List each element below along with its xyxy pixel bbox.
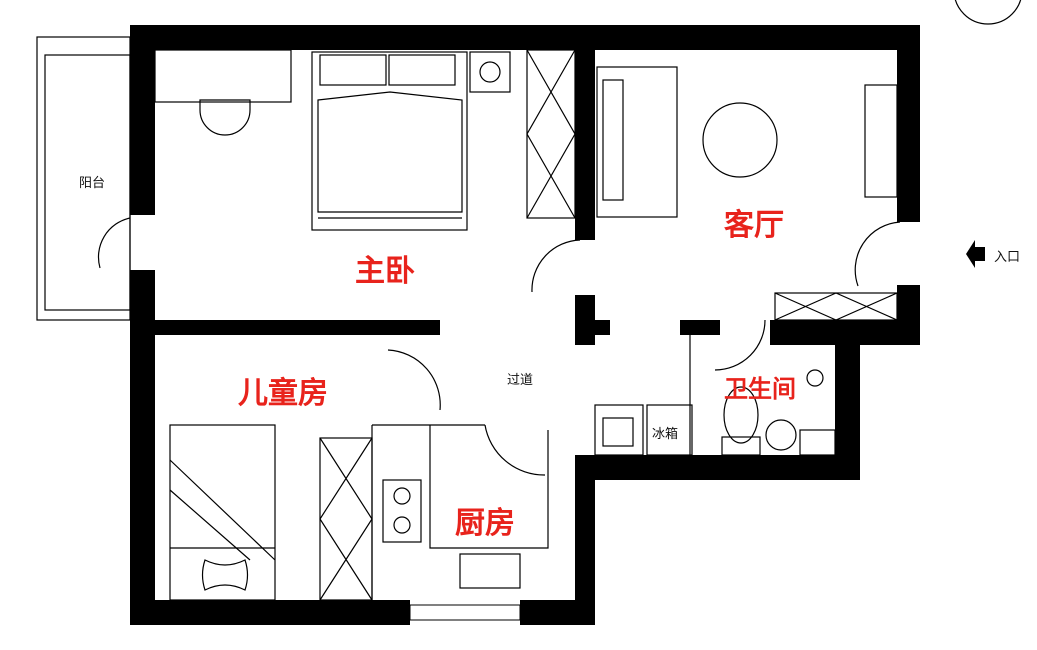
window-bottom [409,604,521,621]
sink [459,553,521,589]
room-label-balcony: 阳台 [79,176,106,191]
room-label-corridor: 过道 [507,373,534,388]
master-bed [311,51,468,231]
kitchen-counter [371,424,549,600]
door-swing-kids [387,349,441,411]
door-swing-entry [854,221,901,287]
walls [130,25,985,625]
pillow [388,54,456,86]
chair [199,99,251,136]
room-label-kitchen: 厨房 [455,506,515,541]
room-label-master-bedroom: 主卧 [355,254,415,289]
furniture [36,0,1022,601]
door-swing-bathroom [714,319,766,371]
round-table [702,102,778,178]
entrance-label: 入口 [994,250,1021,265]
entrance-arrow-head [966,240,975,268]
kids-bed [169,424,276,601]
shoe-cabinet [774,292,898,321]
washing-machine [594,404,644,456]
room-label-living-room: 客厅 [724,208,784,243]
compass-circle [954,0,1022,25]
door-swing-balcony [97,217,131,269]
bed-cover [317,91,463,213]
kids-pillow [201,559,249,591]
room-label-kids-room: 儿童房 [238,376,328,411]
kids-wardrobe [319,437,373,601]
door-swing-kitchen [484,424,546,476]
fridge-label: 冰箱 [652,427,679,442]
wash-basin [765,419,797,451]
door-swing-master [531,239,581,293]
toilet [723,386,759,444]
room-label-bathroom: 卫生间 [724,375,796,403]
stove [382,479,422,543]
entrance-arrow-body [975,247,985,261]
tv-cabinet [864,84,898,198]
sofa [596,66,678,218]
pillow [319,54,387,86]
desk [154,49,292,103]
nightstand [469,51,511,93]
wardrobe [526,49,576,219]
